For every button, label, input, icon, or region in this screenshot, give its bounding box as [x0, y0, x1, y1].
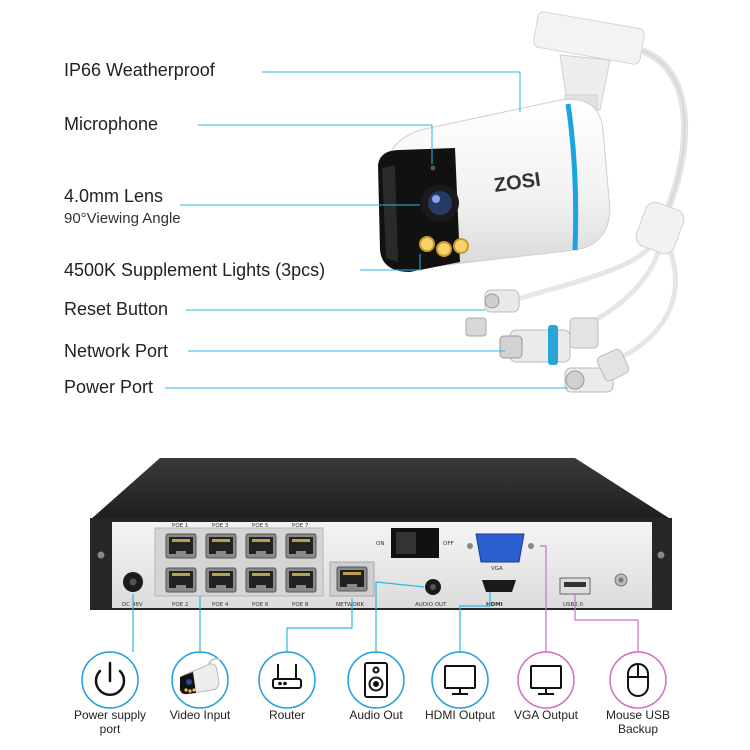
power-port-connector — [564, 348, 630, 393]
poe-port — [165, 533, 197, 559]
poe-label: POE 5 — [252, 523, 269, 529]
mouse-icon — [627, 663, 649, 697]
poe-port — [165, 567, 197, 593]
poe-port — [245, 567, 277, 593]
power-icon — [94, 661, 126, 697]
router-icon — [272, 664, 302, 689]
poe-port — [285, 567, 317, 593]
caption-power-supply: Power supply port — [73, 708, 147, 736]
feature-label-network: Network Port — [64, 341, 169, 361]
camera-leader-lines — [165, 71, 568, 389]
mouse-usb-icon-circle — [609, 651, 667, 709]
caption-hdmi-output: HDMI Output — [424, 708, 496, 722]
poe-label: POE 6 — [252, 602, 269, 608]
network-port — [336, 566, 368, 592]
caption-video-input: Video Input — [169, 708, 231, 722]
hdmi-output-icon-circle — [431, 651, 489, 709]
poe-label: POE 7 — [292, 523, 309, 529]
caption-vga-output: VGA Output — [513, 708, 579, 722]
router-icon-circle — [258, 651, 316, 709]
feature-label-power: Power Port — [64, 377, 154, 397]
bullet-camera: ZOSI — [378, 11, 689, 393]
monitor-icon — [530, 665, 562, 695]
poe-port — [285, 533, 317, 559]
monitor-icon — [444, 665, 476, 695]
poe-label: POE 3 — [212, 523, 229, 529]
poe-port — [205, 567, 237, 593]
caption-mouse-usb: Mouse USB Backup — [605, 708, 671, 736]
vga-output-icon-circle — [517, 651, 575, 709]
speaker-icon — [364, 662, 388, 698]
usb-label: USB2.0 — [563, 602, 584, 608]
on-label: ON — [376, 541, 384, 547]
audio-label: AUDIO OUT — [415, 602, 447, 608]
feature-label-lens: 4.0mm Lens — [64, 186, 164, 206]
camera-icon — [179, 657, 221, 695]
vga-label: VGA — [491, 566, 503, 572]
hdmi-label: HDMI — [486, 602, 503, 608]
poe-label: POE 4 — [212, 602, 229, 608]
network-label: NETWORK — [336, 602, 365, 608]
network-port-connector — [499, 317, 599, 365]
feature-label-weatherproof: IP66 Weatherproof — [64, 60, 215, 80]
nvr-recorder: DC 48V POE 1 POE 3 POE 5 POE 7 POE 2 POE… — [90, 458, 672, 610]
poe-port — [205, 533, 237, 559]
poe-label: POE 1 — [172, 523, 188, 529]
feature-label-microphone: Microphone — [64, 114, 159, 134]
caption-audio-out: Audio Out — [349, 708, 403, 722]
poe-port — [245, 533, 277, 559]
video-input-icon-circle — [171, 651, 229, 709]
off-label: OFF — [443, 541, 454, 547]
power-supply-icon-circle — [81, 651, 139, 709]
port-connector-lines — [132, 545, 639, 652]
feature-sublabel-lens: 90°Viewing Angle — [64, 210, 181, 227]
poe-label: POE 2 — [172, 602, 188, 608]
reset-button-connector — [465, 289, 520, 337]
caption-router: Router — [268, 708, 306, 722]
poe-label: POE 8 — [292, 602, 309, 608]
feature-label-lights: 4500K Supplement Lights (3pcs) — [64, 260, 326, 280]
audio-out-icon-circle — [347, 651, 405, 709]
feature-label-reset: Reset Button — [64, 299, 169, 319]
